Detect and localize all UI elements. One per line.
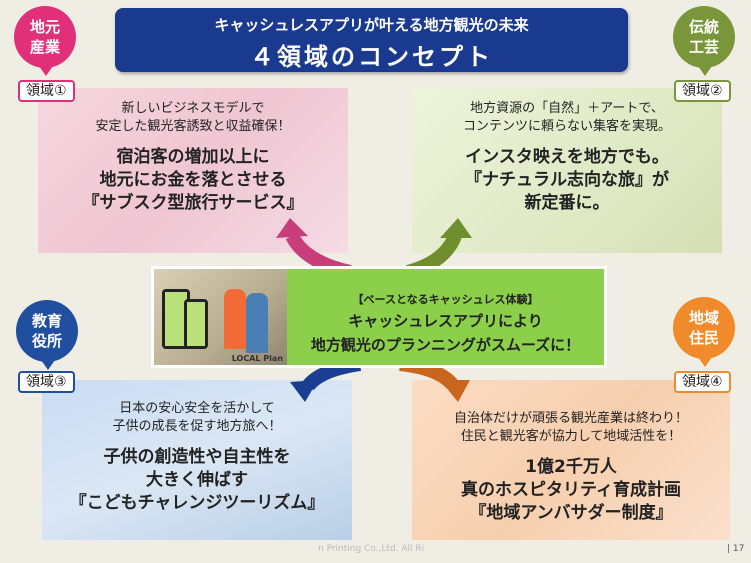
area-4-headline: 真のホスピタリティ育成計画 (461, 480, 681, 500)
subtitle: キャッシュレスアプリが叶える地方観光の未来 (214, 16, 529, 34)
bubble-text: 住民 (688, 329, 719, 347)
area-3-headline: 『こどもチャレンジツーリズム』 (69, 493, 325, 513)
bubble-text: 役所 (31, 332, 62, 350)
area-2-desc: コンテンツに頼らない集客を実現。 (462, 119, 671, 134)
area-2-headline: 『ナチュラル志向な旅』が (465, 170, 669, 190)
stakeholder-bubble-traditional-crafts: 伝統工芸 (673, 6, 735, 76)
area-2-panel: 地方資源の「自然」＋アートで、 コンテンツに頼らない集客を実現。 インスタ映えを… (412, 88, 722, 253)
page-number: | 17 (727, 544, 745, 554)
bubble-text: 伝統 (688, 18, 719, 36)
base-experience-text: 【ベースとなるキャッシュレス体験】 キャッシュレスアプリにより 地方観光のプラン… (287, 269, 604, 365)
app-promo-image: LOCAL Plan (154, 269, 287, 365)
area-4-desc: 自治体だけが頑張る観光産業は終わり！ (453, 411, 688, 426)
bubble-text: 産業 (29, 38, 60, 56)
bubble-text: 地元 (29, 18, 60, 36)
area-3-desc: 日本の安心安全を活かして (119, 401, 275, 416)
area-2-headline: インスタ映えを地方でも。 (465, 147, 669, 167)
bubble-text: 工芸 (688, 38, 719, 56)
stakeholder-bubble-education: 教育役所 (16, 300, 78, 370)
base-experience-headline: 地方観光のプランニングがスムーズに！ (310, 336, 581, 354)
area-3-desc: 子供の成長を促す地方旅へ！ (112, 419, 282, 434)
area-1-headline: 地元にお金を落とさせる (99, 170, 287, 190)
area-4-desc: 住民と観光客が協力して地域活性を！ (460, 429, 682, 444)
stakeholder-bubble-local-industry: 地元産業 (14, 6, 76, 76)
base-experience-headline: キャッシュレスアプリにより (348, 312, 543, 330)
base-experience-label: 【ベースとなるキャッシュレス体験】 (352, 293, 539, 306)
area-4-headline: 『地域アンバサダー制度』 (469, 503, 673, 523)
area-tag-1: 領域① (18, 80, 75, 102)
area-3-panel: 日本の安心安全を活かして 子供の成長を促す地方旅へ！ 子供の創造性や自主性を 大… (42, 380, 352, 540)
area-4-panel: 自治体だけが頑張る観光産業は終わり！ 住民と観光客が協力して地域活性を！ 1億2… (412, 380, 730, 540)
bubble-text: 教育 (31, 312, 62, 330)
bubble-text: 地域 (688, 309, 719, 327)
area-2-desc: 地方資源の「自然」＋アートで、 (470, 101, 664, 116)
area-3-headline: 大きく伸ばす (146, 470, 248, 490)
area-tag-3: 領域③ (18, 371, 75, 393)
base-experience-box: LOCAL Plan 【ベースとなるキャッシュレス体験】 キャッシュレスアプリに… (151, 266, 607, 368)
title-box: キャッシュレスアプリが叶える地方観光の未来 ４領域のコンセプト (115, 8, 628, 72)
copyright: n Printing Co.,Ltd. All Ri (318, 544, 425, 554)
area-tag-4: 領域④ (674, 371, 731, 393)
area-1-desc: 新しいビジネスモデルで (121, 101, 265, 116)
area-1-headline: 宿泊客の増加以上に (116, 147, 270, 167)
area-4-headline: 1億2千万人 (525, 457, 617, 477)
area-1-desc: 安定した観光客誘致と収益確保！ (95, 119, 291, 134)
page-title: ４領域のコンセプト (250, 43, 493, 71)
area-3-headline: 子供の創造性や自主性を (103, 447, 291, 467)
app-name: LOCAL Plan (231, 354, 283, 363)
area-tag-2: 領域② (674, 80, 731, 102)
area-1-panel: 新しいビジネスモデルで 安定した観光客誘致と収益確保！ 宿泊客の増加以上に 地元… (38, 88, 348, 253)
stakeholder-bubble-residents: 地域住民 (673, 297, 735, 367)
area-2-headline: 新定番に。 (524, 193, 610, 213)
area-1-headline: 『サブスク型旅行サービス』 (82, 193, 304, 213)
